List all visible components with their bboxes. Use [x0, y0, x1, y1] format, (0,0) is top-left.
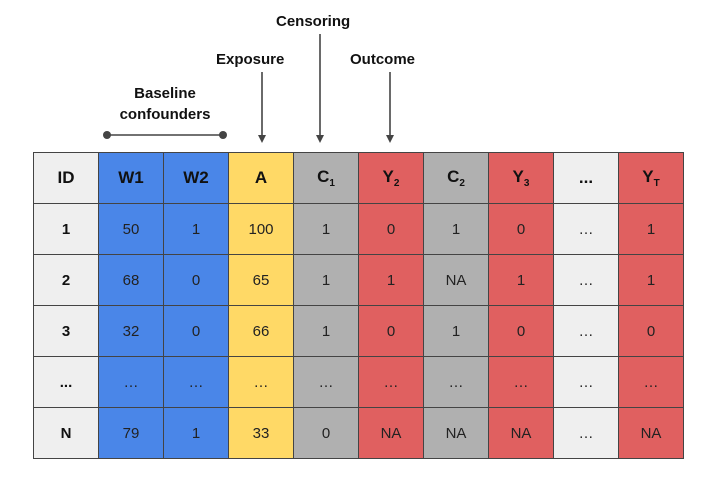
table-cell-y2: … — [358, 356, 424, 408]
column-header-subscript: 1 — [329, 178, 335, 189]
table-cell-c1: … — [293, 356, 359, 408]
table-cell-yt: NA — [618, 407, 684, 459]
baseline-bracket-right-dot — [219, 131, 227, 139]
table-cell-y3: … — [488, 356, 554, 408]
column-header-subscript: T — [653, 178, 660, 189]
table-cell-a: … — [228, 356, 294, 408]
column-header-dots: ... — [553, 152, 619, 204]
table-cell-yt: 1 — [618, 254, 684, 306]
table-cell-c1: 1 — [293, 305, 359, 357]
table-cell-a: 65 — [228, 254, 294, 306]
column-header-a: A — [228, 152, 294, 204]
table-cell-w1: 79 — [98, 407, 164, 459]
table-cell-y2: 0 — [358, 305, 424, 357]
table-cell-dots: … — [553, 407, 619, 459]
table-cell-w2: 1 — [163, 407, 229, 459]
table-cell-id: ... — [33, 356, 99, 408]
table-row: ...……………………… — [33, 356, 684, 408]
table-cell-a: 100 — [228, 203, 294, 255]
table-cell-id: 3 — [33, 305, 99, 357]
table-cell-c2: … — [423, 356, 489, 408]
column-header-subscript: 2 — [393, 178, 400, 189]
baseline-confounders-label: Baseline confounders — [100, 83, 230, 125]
table-cell-w1: … — [98, 356, 164, 408]
table-cell-y3: NA — [488, 407, 554, 459]
column-header-y3: Y3 — [488, 152, 554, 204]
column-header-label: Y — [642, 167, 654, 186]
column-header-label: ... — [578, 168, 594, 187]
table-cell-c2: 1 — [423, 203, 489, 255]
table-cell-id: 2 — [33, 254, 99, 306]
column-header-w2: W2 — [163, 152, 229, 204]
table-cell-c1: 0 — [293, 407, 359, 459]
table-cell-y2: 0 — [358, 203, 424, 255]
column-header-y2: Y2 — [358, 152, 424, 204]
table-cell-w1: 50 — [98, 203, 164, 255]
column-header-w1: W1 — [98, 152, 164, 204]
censoring-label: Censoring — [276, 13, 351, 30]
table-cell-dots: … — [553, 356, 619, 408]
table-cell-yt: … — [618, 356, 684, 408]
column-header-label: C — [447, 167, 460, 186]
table-cell-w1: 68 — [98, 254, 164, 306]
column-header-subscript: 3 — [523, 178, 530, 189]
baseline-label-line2: confounders — [119, 106, 211, 123]
table-cell-y3: 0 — [488, 305, 554, 357]
column-header-label: W2 — [183, 168, 209, 187]
table-cell-w1: 32 — [98, 305, 164, 357]
table-cell-c2: NA — [423, 254, 489, 306]
column-header-label: W1 — [118, 168, 144, 187]
table-cell-y2: 1 — [358, 254, 424, 306]
column-header-label: ID — [57, 168, 75, 187]
table-cell-dots: … — [553, 203, 619, 255]
outcome-label: Outcome — [350, 51, 416, 68]
table-cell-dots: … — [553, 305, 619, 357]
table-cell-w2: 1 — [163, 203, 229, 255]
table-cell-c2: 1 — [423, 305, 489, 357]
table-cell-y3: 0 — [488, 203, 554, 255]
column-header-label: C — [317, 167, 330, 186]
exposure-label: Exposure — [216, 51, 285, 68]
table-cell-a: 66 — [228, 305, 294, 357]
table-cell-id: 1 — [33, 203, 99, 255]
column-header-c1: C1 — [293, 152, 359, 204]
table-cell-id: N — [33, 407, 99, 459]
table-cell-dots: … — [553, 254, 619, 306]
table-cell-y2: NA — [358, 407, 424, 459]
column-header-label: A — [254, 168, 268, 187]
column-header-label: Y — [512, 167, 524, 186]
table-cell-c1: 1 — [293, 254, 359, 306]
column-header-yt: YT — [618, 152, 684, 204]
table-cell-c1: 1 — [293, 203, 359, 255]
column-header-label: Y — [382, 167, 394, 186]
table-cell-w2: … — [163, 356, 229, 408]
baseline-label-line1: Baseline — [134, 85, 196, 102]
table-cell-y3: 1 — [488, 254, 554, 306]
baseline-bracket-left-dot — [103, 131, 111, 139]
column-header-c2: C2 — [423, 152, 489, 204]
table-cell-a: 33 — [228, 407, 294, 459]
table-cell-w2: 0 — [163, 254, 229, 306]
column-header-subscript: 2 — [459, 178, 465, 189]
table-cell-yt: 1 — [618, 203, 684, 255]
table-cell-yt: 0 — [618, 305, 684, 357]
column-header-id: ID — [33, 152, 99, 204]
table-cell-c2: NA — [423, 407, 489, 459]
table-cell-w2: 0 — [163, 305, 229, 357]
